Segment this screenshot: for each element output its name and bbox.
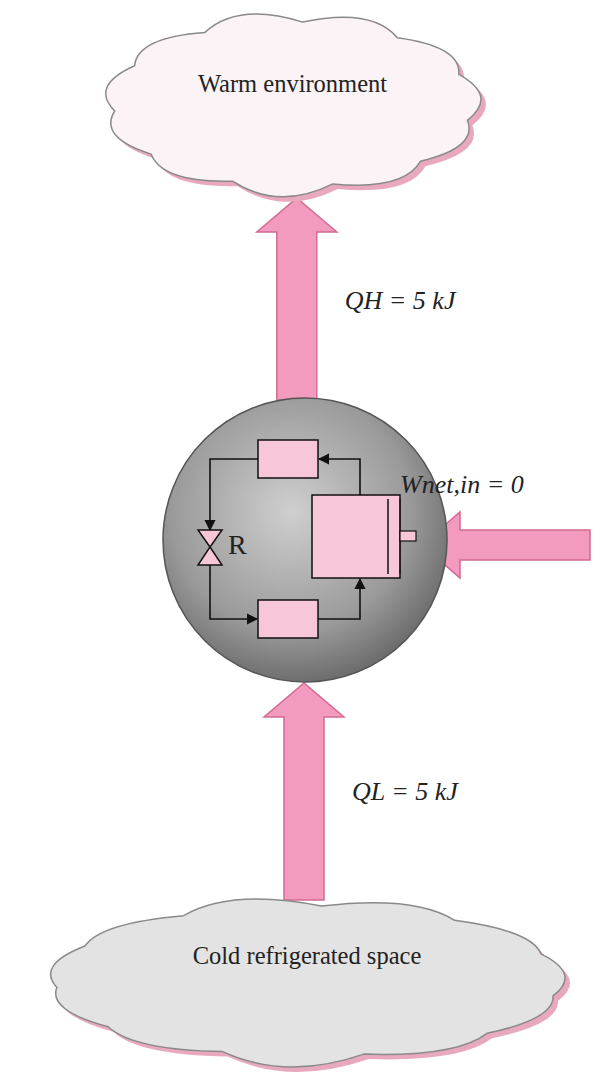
cloud-label: Cold refrigerated space bbox=[42, 942, 572, 970]
heat-label: QL = 5 kJ bbox=[352, 777, 458, 807]
heat-label: QH = 5 kJ bbox=[345, 286, 456, 316]
refrigerator-sphere: R bbox=[160, 395, 450, 685]
node-outline bbox=[100, 8, 485, 200]
environment-cloud: Warm environment bbox=[100, 8, 485, 200]
node-outline bbox=[42, 892, 572, 1070]
heat-flow-arrow bbox=[264, 683, 344, 900]
environment-cloud: Cold refrigerated space bbox=[42, 892, 572, 1070]
cloud-label: Warm environment bbox=[100, 70, 485, 98]
cycle-label: R bbox=[228, 529, 247, 561]
work-label: Wnet,in = 0 bbox=[400, 470, 524, 500]
heat-flow-arrow bbox=[257, 198, 337, 403]
node-outline bbox=[160, 395, 450, 685]
